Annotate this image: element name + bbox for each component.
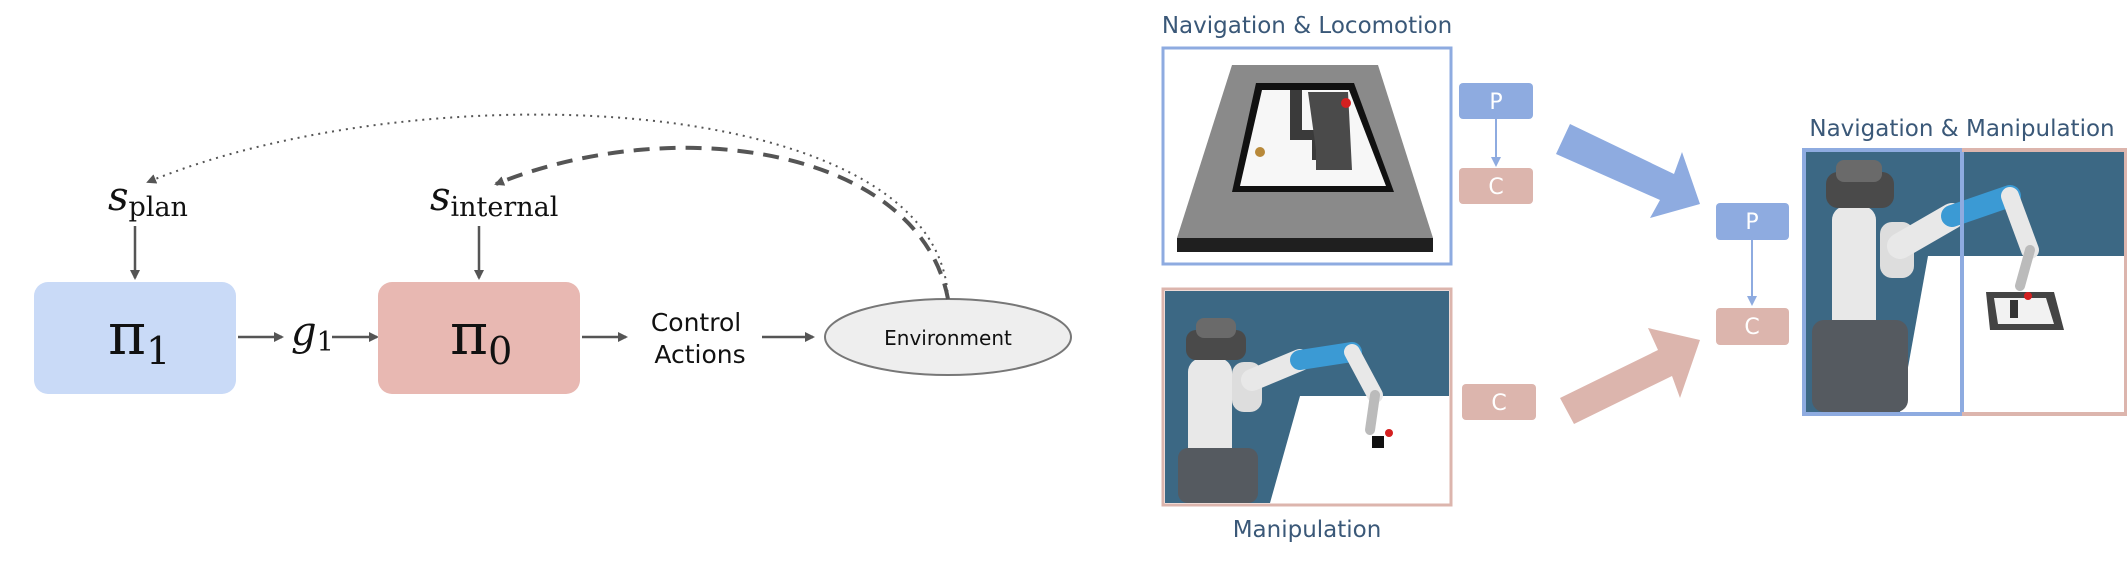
nav-manip-frame-pink <box>1962 148 2127 416</box>
controller-transfer-arrow <box>1560 328 1700 424</box>
nav-manip-planner-label: P <box>1745 210 1758 235</box>
manipulation-frame <box>1161 287 1453 507</box>
pi0-box <box>378 282 580 394</box>
manipulation-image <box>1165 291 1449 503</box>
feedback-to-s-internal <box>494 145 950 300</box>
nav-loco-planner-label: P <box>1489 90 1502 115</box>
nav-loco-controller-tag <box>1459 168 1533 204</box>
pi1-box <box>34 282 236 394</box>
nav-loco-controller-label: C <box>1488 175 1503 200</box>
nav-manip-planner-tag <box>1716 203 1789 240</box>
nav-loco-title: Navigation & Locomotion <box>1162 13 1452 39</box>
manipulation-controller-tag <box>1462 384 1536 420</box>
nav-manip-title: Navigation & Manipulation <box>1809 116 2114 142</box>
nav-manip-image <box>1806 152 2124 412</box>
control-actions-label: Control Actions <box>651 308 749 369</box>
nav-loco-image <box>1165 50 1449 262</box>
hierarchy-diagram: splan π1 g1 sinternal π0 Control Actions <box>34 113 1072 394</box>
nav-manip-frame-blue <box>1802 148 1964 416</box>
s-internal-label: sinternal <box>430 174 558 223</box>
nav-loco-frame <box>1161 46 1453 266</box>
nav-manip-controller-tag <box>1716 308 1789 345</box>
pi0-label: π0 <box>450 300 512 373</box>
manipulation-controller-label: C <box>1491 391 1506 416</box>
pi1-label: π1 <box>108 300 170 373</box>
g1-label: g1 <box>291 309 334 358</box>
environment-label: Environment <box>884 326 1012 350</box>
transfer-diagram: Navigation & Locomotion P C <box>1161 13 2127 543</box>
nav-manip-controller-label: C <box>1744 315 1759 340</box>
feedback-to-s-plan <box>146 113 949 300</box>
s-plan-label: splan <box>108 174 188 223</box>
manipulation-title: Manipulation <box>1233 517 1382 543</box>
planner-transfer-arrow <box>1556 124 1700 218</box>
nav-loco-planner-tag <box>1459 83 1533 119</box>
